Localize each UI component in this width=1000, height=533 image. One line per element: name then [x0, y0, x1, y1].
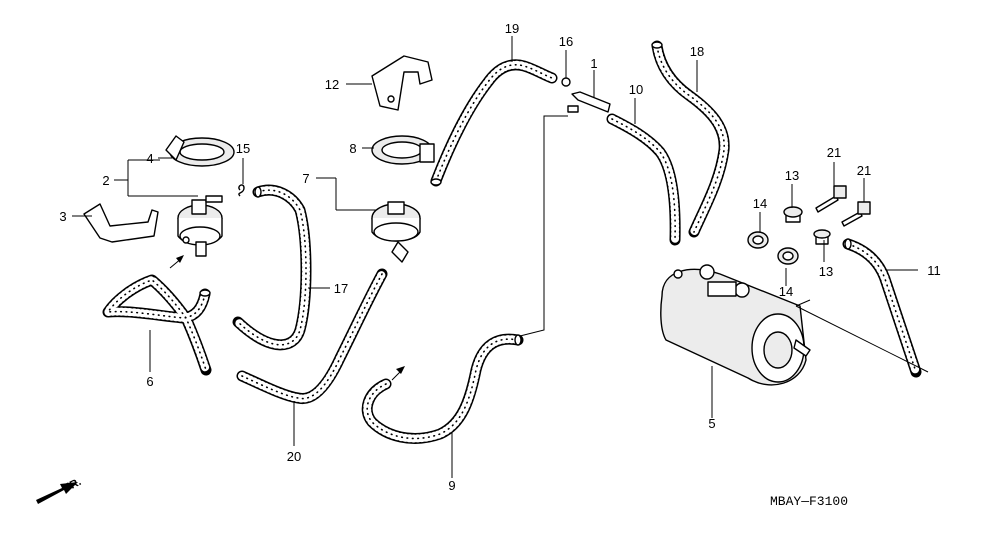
callout-numbers: 1 2 3 4 5 6 7 8 9 10 11 12 13 13 14 14 1… [59, 21, 940, 493]
clamp-band-4 [165, 135, 235, 167]
bracket-12 [371, 55, 433, 111]
joint-1 [567, 91, 611, 113]
grommet-14b [777, 247, 799, 265]
callout-2: 2 [102, 173, 109, 188]
callout-14b: 14 [779, 284, 793, 299]
callout-1: 1 [590, 56, 597, 71]
callout-12: 12 [325, 77, 339, 92]
callout-18: 18 [690, 44, 704, 59]
bolt-21b [841, 201, 871, 227]
valve-7 [371, 201, 421, 263]
callout-21b: 21 [857, 163, 871, 178]
callout-15: 15 [236, 141, 250, 156]
callout-8: 8 [349, 141, 356, 156]
callout-6: 6 [146, 374, 153, 389]
hose-9 [361, 333, 524, 444]
hose-20 [236, 268, 388, 405]
callout-17: 17 [334, 281, 348, 296]
hose-11 [842, 238, 922, 378]
callout-4: 4 [146, 151, 153, 166]
leader-lines [72, 36, 929, 478]
flow-arrow-icon [169, 255, 405, 381]
callout-9: 9 [448, 478, 455, 493]
callout-16: 16 [559, 34, 573, 49]
bolt-13b [813, 229, 831, 245]
callout-13a: 13 [785, 168, 799, 183]
clip-15 [238, 184, 245, 197]
callout-13b: 13 [819, 264, 833, 279]
valve-2 [177, 195, 223, 257]
callout-21a: 21 [827, 145, 841, 160]
bolt-13a [783, 206, 803, 223]
hose-10 [606, 113, 681, 246]
diagram-code: MBAY—F3100 [770, 494, 848, 509]
grommet-14a [747, 231, 769, 249]
callout-19: 19 [505, 21, 519, 36]
callout-20: 20 [287, 449, 301, 464]
clamp-band-8 [371, 135, 435, 165]
hose-19 [430, 59, 558, 187]
callout-7: 7 [302, 171, 309, 186]
hose-17 [232, 184, 312, 351]
callout-3: 3 [59, 209, 66, 224]
hose-end-caps [199, 41, 852, 346]
callout-11: 11 [927, 263, 941, 278]
clip-16 [561, 77, 571, 87]
callout-14a: 14 [753, 196, 767, 211]
bracket-3 [83, 203, 159, 243]
direction-label: FR. [62, 476, 83, 495]
bolt-21a [815, 185, 847, 213]
callout-5: 5 [708, 416, 715, 431]
hose-6 [102, 274, 212, 376]
front-direction-arrow-icon [36, 482, 78, 505]
canister-5 [660, 264, 811, 386]
callout-10: 10 [629, 82, 643, 97]
hose-18 [651, 40, 730, 238]
